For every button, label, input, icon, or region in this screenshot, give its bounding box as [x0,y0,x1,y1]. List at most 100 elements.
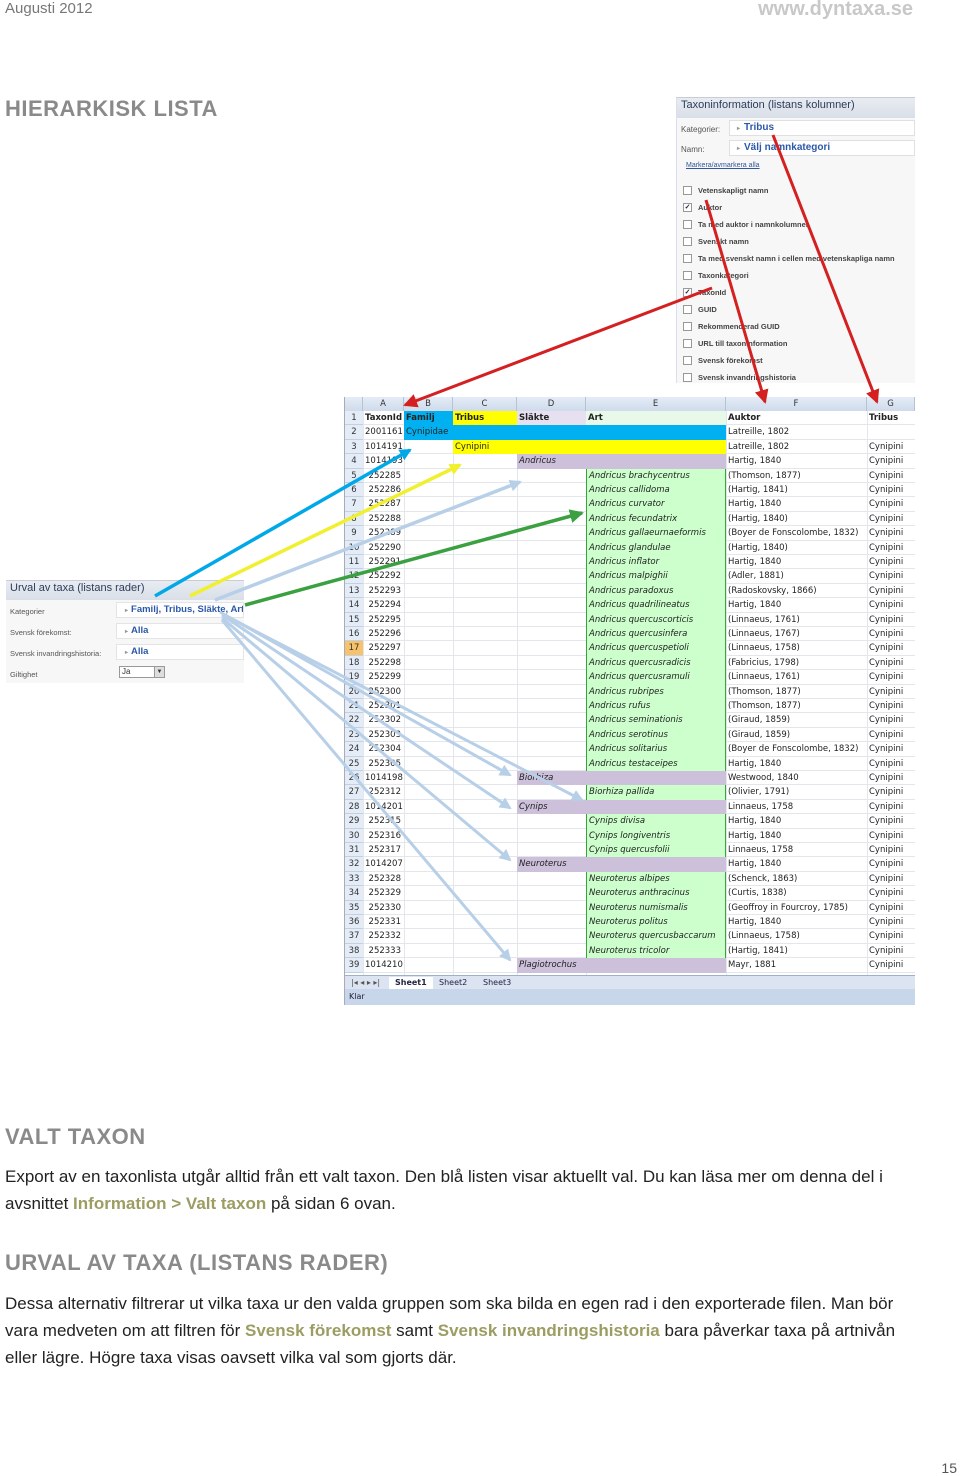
table-cell[interactable] [404,742,453,756]
table-cell[interactable]: Neuroterus [517,857,586,872]
table-cell[interactable] [453,944,517,958]
column-checkbox[interactable]: Ta med auktor i namnkolumner [677,216,915,233]
table-cell[interactable]: (Linnaeus, 1758) [728,643,800,654]
table-cell[interactable] [453,728,517,742]
table-cell[interactable] [404,613,453,627]
row-header[interactable]: 8 [345,511,363,527]
table-cell[interactable]: Andricus malpighii [586,569,726,584]
table-cell[interactable] [453,584,517,598]
table-cell[interactable] [404,627,453,641]
table-cell[interactable] [517,641,586,655]
table-cell[interactable]: Hartig, 1840 [728,758,782,769]
table-cell[interactable] [453,843,517,857]
table-cell[interactable] [404,526,453,540]
row-header[interactable]: 35 [345,900,363,915]
table-cell[interactable]: Neuroterus albipes [586,871,726,887]
table-cell[interactable]: Andricus rubripes [586,684,726,699]
column-checkbox[interactable]: ✓TaxonId [677,284,915,301]
table-cell[interactable]: 252297 [368,643,401,654]
row-header[interactable]: 6 [345,483,363,498]
table-cell[interactable]: 252293 [368,585,401,596]
table-cell[interactable] [404,541,453,555]
table-cell[interactable]: 1014198 [365,773,403,783]
table-cell[interactable] [453,454,517,468]
urval-invandring-select[interactable]: ▸Alla [116,644,244,660]
table-cell[interactable] [517,728,586,742]
table-cell[interactable] [404,814,453,828]
table-cell[interactable]: Andricus [517,454,586,469]
table-cell[interactable]: Cynipini [869,945,904,956]
table-cell[interactable]: (Olivier, 1791) [728,787,790,798]
table-cell[interactable] [517,569,586,583]
table-cell[interactable]: 252328 [368,873,401,884]
table-cell[interactable] [404,454,453,468]
row-header[interactable]: 26 [345,771,363,786]
row-header[interactable]: 24 [345,742,363,757]
table-cell[interactable]: Tribus [869,413,899,423]
table-cell[interactable] [453,958,517,972]
row-header[interactable]: 3 [345,439,363,455]
table-cell[interactable]: Cynipini [869,643,904,654]
row-header[interactable]: 31 [345,843,363,858]
row-header[interactable]: 20 [345,684,363,699]
table-cell[interactable] [517,627,586,641]
table-cell[interactable]: Andricus curvator [586,497,726,512]
table-cell[interactable]: Hartig, 1840 [728,859,782,870]
table-cell[interactable]: Latreille, 1802 [728,427,790,438]
table-cell[interactable]: 1014210 [365,960,403,971]
table-cell[interactable]: Andricus quadrilineatus [586,598,726,613]
table-cell[interactable]: (Linnaeus, 1761) [728,672,800,683]
table-cell[interactable] [404,857,453,871]
table-cell[interactable] [453,670,517,684]
row-header[interactable]: 22 [345,713,363,728]
checkbox-icon[interactable] [683,237,692,246]
table-cell[interactable]: Cynips quercusfolii [586,843,726,858]
table-cell[interactable] [517,929,586,943]
table-cell[interactable] [404,829,453,843]
table-cell[interactable] [453,886,517,900]
table-cell[interactable]: (Hartig, 1840) [728,542,788,553]
table-cell[interactable]: Cynipini [869,513,904,524]
table-cell[interactable] [517,829,586,843]
table-cell[interactable] [404,872,453,886]
table-cell[interactable]: Cynipini [453,439,517,455]
table-cell[interactable]: Cynipini [869,456,904,467]
column-header[interactable]: E [586,397,726,411]
table-cell[interactable]: Andricus quercusradicis [586,655,726,671]
row-header[interactable]: 23 [345,727,363,743]
table-cell[interactable] [517,814,586,828]
table-cell[interactable]: 252316 [368,830,401,841]
table-cell[interactable] [453,872,517,886]
table-cell[interactable] [404,569,453,583]
table-cell[interactable] [517,656,586,670]
table-cell[interactable] [453,512,517,526]
row-header[interactable]: 5 [345,468,363,483]
column-header[interactable]: B [404,397,453,411]
table-cell[interactable] [517,613,586,627]
column-checkbox[interactable]: Svenskt namn [677,233,915,250]
table-cell[interactable] [453,627,517,641]
row-header[interactable]: 29 [345,814,363,829]
column-header[interactable]: F [726,397,867,411]
table-cell[interactable]: Plagiotrochus [517,958,586,973]
table-cell[interactable]: Cynipini [869,801,904,812]
table-cell[interactable] [453,541,517,555]
table-cell[interactable] [453,829,517,843]
column-checkbox[interactable]: Svensk förekomst [677,352,915,369]
table-cell[interactable]: (Curtis, 1838) [728,888,787,899]
table-cell[interactable] [404,699,453,713]
table-cell[interactable] [404,929,453,943]
row-header[interactable]: 33 [345,871,363,887]
table-cell[interactable]: Andricus quercuspetioli [586,641,726,656]
table-cell[interactable]: 252304 [368,744,401,755]
table-cell[interactable] [404,598,453,612]
checkbox-icon[interactable]: ✓ [683,288,692,297]
table-cell[interactable] [453,713,517,727]
table-cell[interactable]: (Geoffroy in Fourcroy, 1785) [728,902,848,913]
table-cell[interactable]: Hartig, 1840 [728,499,782,510]
table-cell[interactable] [586,454,726,469]
row-header[interactable]: 38 [345,943,363,959]
tab-sheet1[interactable]: Sheet1 [389,977,433,989]
table-cell[interactable]: Hartig, 1840 [728,830,782,841]
table-cell[interactable]: Tribus [453,411,517,426]
